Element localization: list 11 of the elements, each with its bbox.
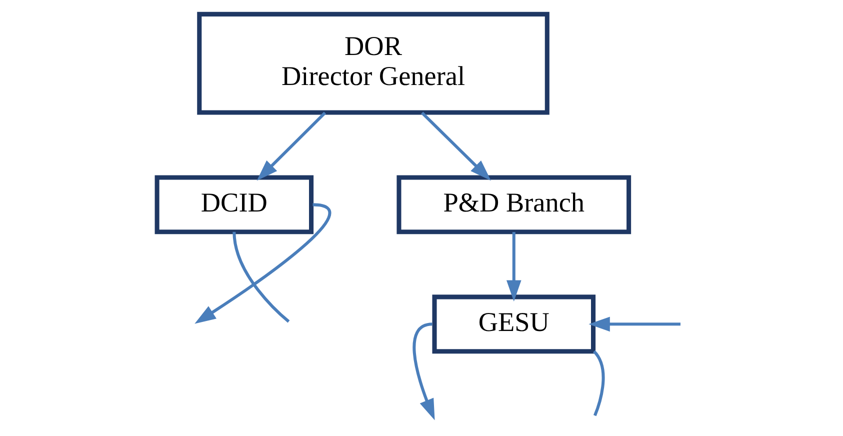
node-box: DOR Director General (197, 12, 550, 115)
node-box: P&D Branch (396, 175, 632, 234)
arrow (506, 232, 522, 302)
arrow (256, 112, 326, 181)
arrow (194, 203, 331, 324)
connector (232, 232, 290, 323)
arrow (588, 316, 680, 332)
node-box: GESU (432, 294, 596, 354)
arrow (421, 112, 491, 181)
node-box: DCID (154, 175, 314, 234)
connector (592, 350, 605, 416)
